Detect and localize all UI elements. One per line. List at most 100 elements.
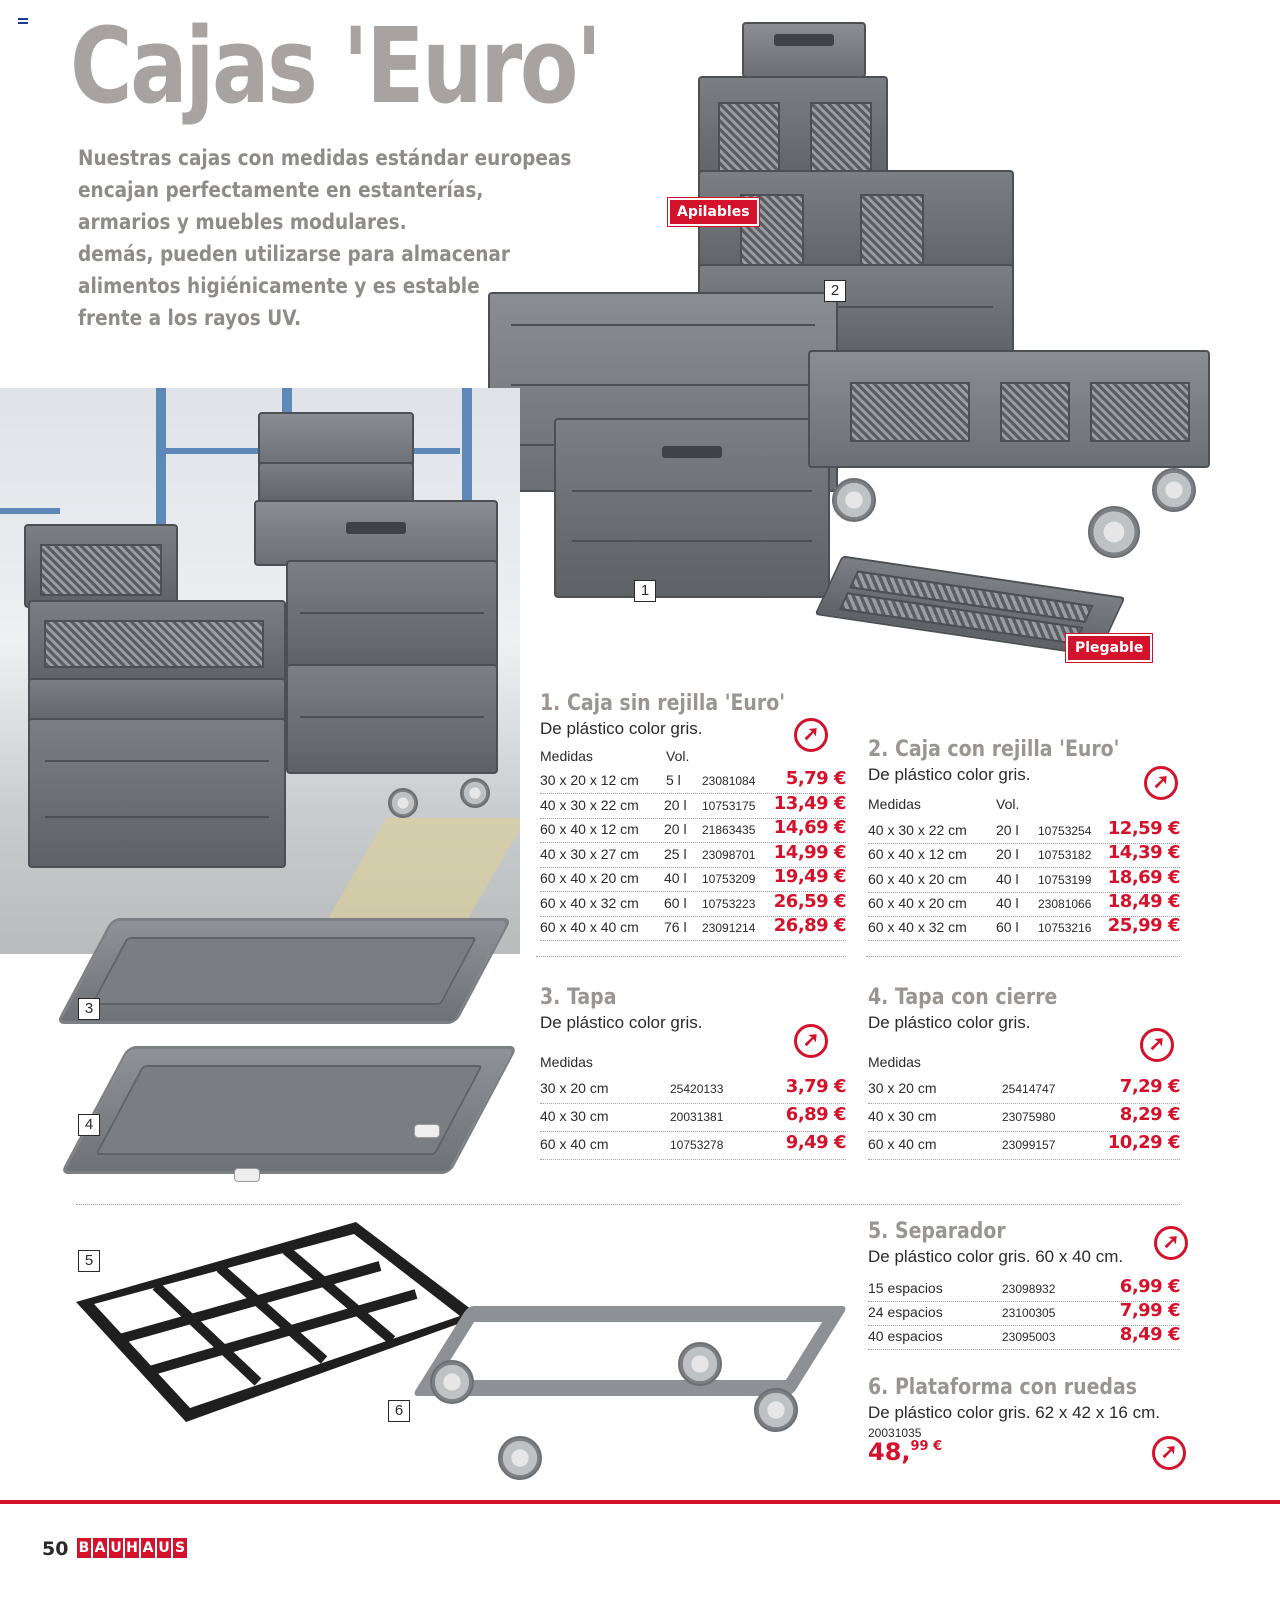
row-article: 10753209 (702, 872, 756, 886)
row-size: 30 x 20 cm (540, 1080, 609, 1096)
row-price: 10,29 € (1107, 1132, 1181, 1153)
row-volume: 40 l (664, 870, 687, 886)
row-price: 14,99 € (773, 842, 847, 863)
logo-letter: S (173, 1538, 187, 1558)
row-size: 60 x 40 cm (868, 1136, 937, 1152)
column-measures: Medidas (868, 796, 921, 812)
product-2-title: 2. Caja con rejilla 'Euro' (868, 737, 1120, 762)
row-size: 30 x 20 x 12 cm (540, 772, 639, 788)
row-price: 7,99 € (1119, 1300, 1181, 1321)
row-price: 14,69 € (773, 817, 847, 838)
row-price: 13,49 € (773, 793, 847, 814)
row-article: 10753278 (670, 1138, 724, 1152)
row-size: 40 x 30 x 22 cm (540, 797, 639, 813)
product-6-description: De plástico color gris. 62 x 42 x 16 cm. (868, 1403, 1160, 1422)
row-article: 10753223 (702, 897, 756, 911)
row-article: 23081084 (702, 774, 756, 788)
product-2-arrow-icon[interactable]: ➚ (1144, 766, 1178, 800)
row-article: 23095003 (1002, 1330, 1056, 1344)
row-size: 60 x 40 x 12 cm (540, 821, 639, 837)
row-size: 60 x 40 x 20 cm (540, 870, 639, 886)
row-price: 12,59 € (1107, 818, 1181, 839)
row-price: 6,99 € (1119, 1276, 1181, 1297)
footer-rule (0, 1500, 1280, 1504)
product-5-arrow-icon[interactable]: ➚ (1154, 1226, 1188, 1260)
foldable-badge: Plegable (1066, 634, 1153, 662)
product-1-section: 1. Caja sin rejilla 'Euro' De plástico c… (540, 690, 847, 950)
row-article: 23099157 (1002, 1138, 1056, 1152)
row-size: 40 espacios (868, 1328, 943, 1344)
image-number-3: 3 (78, 998, 100, 1020)
product-4-arrow-icon[interactable]: ➚ (1140, 1028, 1174, 1062)
row-size: 40 x 30 cm (540, 1108, 609, 1124)
row-price: 18,69 € (1107, 867, 1181, 888)
table-row: 30 x 20 cm 25420133 3,79 € (540, 1076, 847, 1104)
row-price: 8,49 € (1119, 1324, 1181, 1345)
page-title: Cajas 'Euro' (70, 5, 602, 127)
row-article: 10753254 (1038, 824, 1092, 838)
image-number-4: 4 (78, 1114, 100, 1136)
price-cents: 99 € (910, 1439, 943, 1454)
row-price: 7,29 € (1119, 1076, 1181, 1097)
product-6-arrow-icon[interactable]: ➚ (1152, 1436, 1186, 1470)
row-article: 10753175 (702, 799, 756, 813)
flag-icon (18, 18, 28, 24)
column-volume: Vol. (996, 796, 1020, 812)
row-price: 3,79 € (785, 1076, 847, 1097)
row-size: 40 x 30 x 27 cm (540, 846, 639, 862)
dolly-image (411, 1296, 849, 1486)
product-6-price: 48,99 € (868, 1438, 1198, 1466)
row-size: 40 x 30 cm (868, 1108, 937, 1124)
image-number-5: 5 (78, 1250, 100, 1272)
product-6-article: 20031035 (868, 1426, 922, 1440)
product-4-section: 4. Tapa con cierre De plástico color gri… (868, 984, 1181, 1164)
intro-text: Nuestras cajas con medidas estándar euro… (78, 142, 571, 334)
row-article: 23098932 (1002, 1282, 1056, 1296)
intro-line: demás, pueden utilizarse para almacenar (78, 242, 510, 266)
row-size: 60 x 40 cm (540, 1136, 609, 1152)
price-main: 48, (868, 1438, 911, 1466)
product-6-section: 6. Plataforma con ruedas De plástico col… (868, 1374, 1198, 1480)
row-price: 5,79 € (785, 768, 847, 789)
product-3-arrow-icon[interactable]: ➚ (794, 1024, 828, 1058)
row-volume: 40 l (996, 895, 1019, 911)
row-article: 10753216 (1038, 921, 1092, 935)
lid-with-clips-image (59, 1046, 519, 1196)
stackable-badge: Apilables (668, 198, 759, 226)
row-volume: 20 l (996, 822, 1019, 838)
warehouse-photo (0, 388, 520, 954)
separator-image (76, 1222, 480, 1422)
table-row: 60 x 40 x 32 cm 60 l 10753216 25,99 € (868, 915, 1181, 941)
row-price: 25,99 € (1107, 915, 1181, 936)
row-volume: 60 l (996, 919, 1019, 935)
product-1-description: De plástico color gris. (540, 719, 703, 738)
page-number: 50 (42, 1538, 69, 1560)
row-volume: 76 l (664, 919, 687, 935)
row-size: 60 x 40 x 20 cm (868, 871, 967, 887)
row-size: 60 x 40 x 32 cm (868, 919, 967, 935)
row-price: 14,39 € (1107, 842, 1181, 863)
column-measures: Medidas (540, 1054, 593, 1070)
logo-letter: A (141, 1538, 155, 1558)
row-article: 21863435 (702, 823, 756, 837)
product-3-section: 3. Tapa De plástico color gris. ➚ Medida… (540, 984, 847, 1164)
row-volume: 60 l (664, 895, 687, 911)
row-size: 40 x 30 x 22 cm (868, 822, 967, 838)
row-article: 25414747 (1002, 1082, 1056, 1096)
table-row: 40 x 30 x 22 cm 20 l 10753254 12,59 € (868, 818, 1181, 844)
row-article: 25420133 (670, 1082, 724, 1096)
section-divider (536, 956, 846, 957)
product-1-arrow-icon[interactable]: ➚ (794, 718, 828, 752)
row-volume: 25 l (664, 846, 687, 862)
row-article: 10753199 (1038, 873, 1092, 887)
